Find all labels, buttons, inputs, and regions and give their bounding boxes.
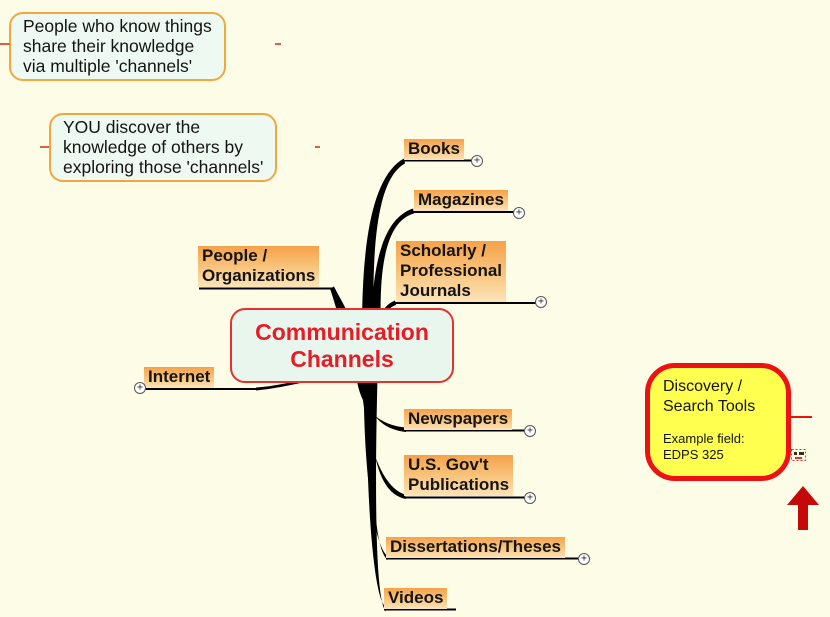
fold-plus-icon[interactable]: + [524,492,536,504]
fold-plus-icon[interactable]: + [535,296,547,308]
node-people-organizations[interactable]: People / Organizations [198,246,320,287]
node-books[interactable]: Books [404,139,464,160]
node-newspapers[interactable]: Newspapers [404,409,513,430]
red-up-arrow-icon [787,486,819,530]
note-bubble-knowledge-channels[interactable]: People who know things share their knowl… [9,12,226,81]
node-internet[interactable]: Internet [144,367,215,388]
connector-stub [315,146,320,148]
callout-discovery-search-tools[interactable]: Discovery / Search Tools Example field: … [645,363,791,481]
connector-stub [791,416,812,418]
node-scholarly-professional-journals[interactable]: Scholarly / Professional Journals [396,241,507,302]
callout-detail: Example field: EDPS 325 [663,431,745,462]
fold-plus-icon[interactable]: + [134,382,146,394]
node-videos[interactable]: Videos [384,588,448,609]
node-magazines[interactable]: Magazines [414,190,508,211]
fold-plus-icon[interactable]: + [578,553,590,565]
note-bubble-you-discover[interactable]: YOU discover the knowledge of others by … [49,113,278,182]
connector-stub [0,43,10,45]
root-node-communication-channels[interactable]: Communication Channels [230,308,454,383]
fold-plus-icon[interactable]: + [524,425,536,437]
branch-curve-videos [366,358,386,612]
fold-plus-icon[interactable]: + [471,155,483,167]
node-dissertations-theses[interactable]: Dissertations/Theses [386,537,566,558]
embedded-object-icon [791,449,806,461]
connector-stub [275,43,281,45]
branch-curve-books [362,158,405,332]
node-us-govt-publications[interactable]: U.S. Gov't Publications [404,455,514,496]
connector-stub [40,146,49,148]
callout-title: Discovery / Search Tools [663,378,756,415]
fold-plus-icon[interactable]: + [513,207,525,219]
